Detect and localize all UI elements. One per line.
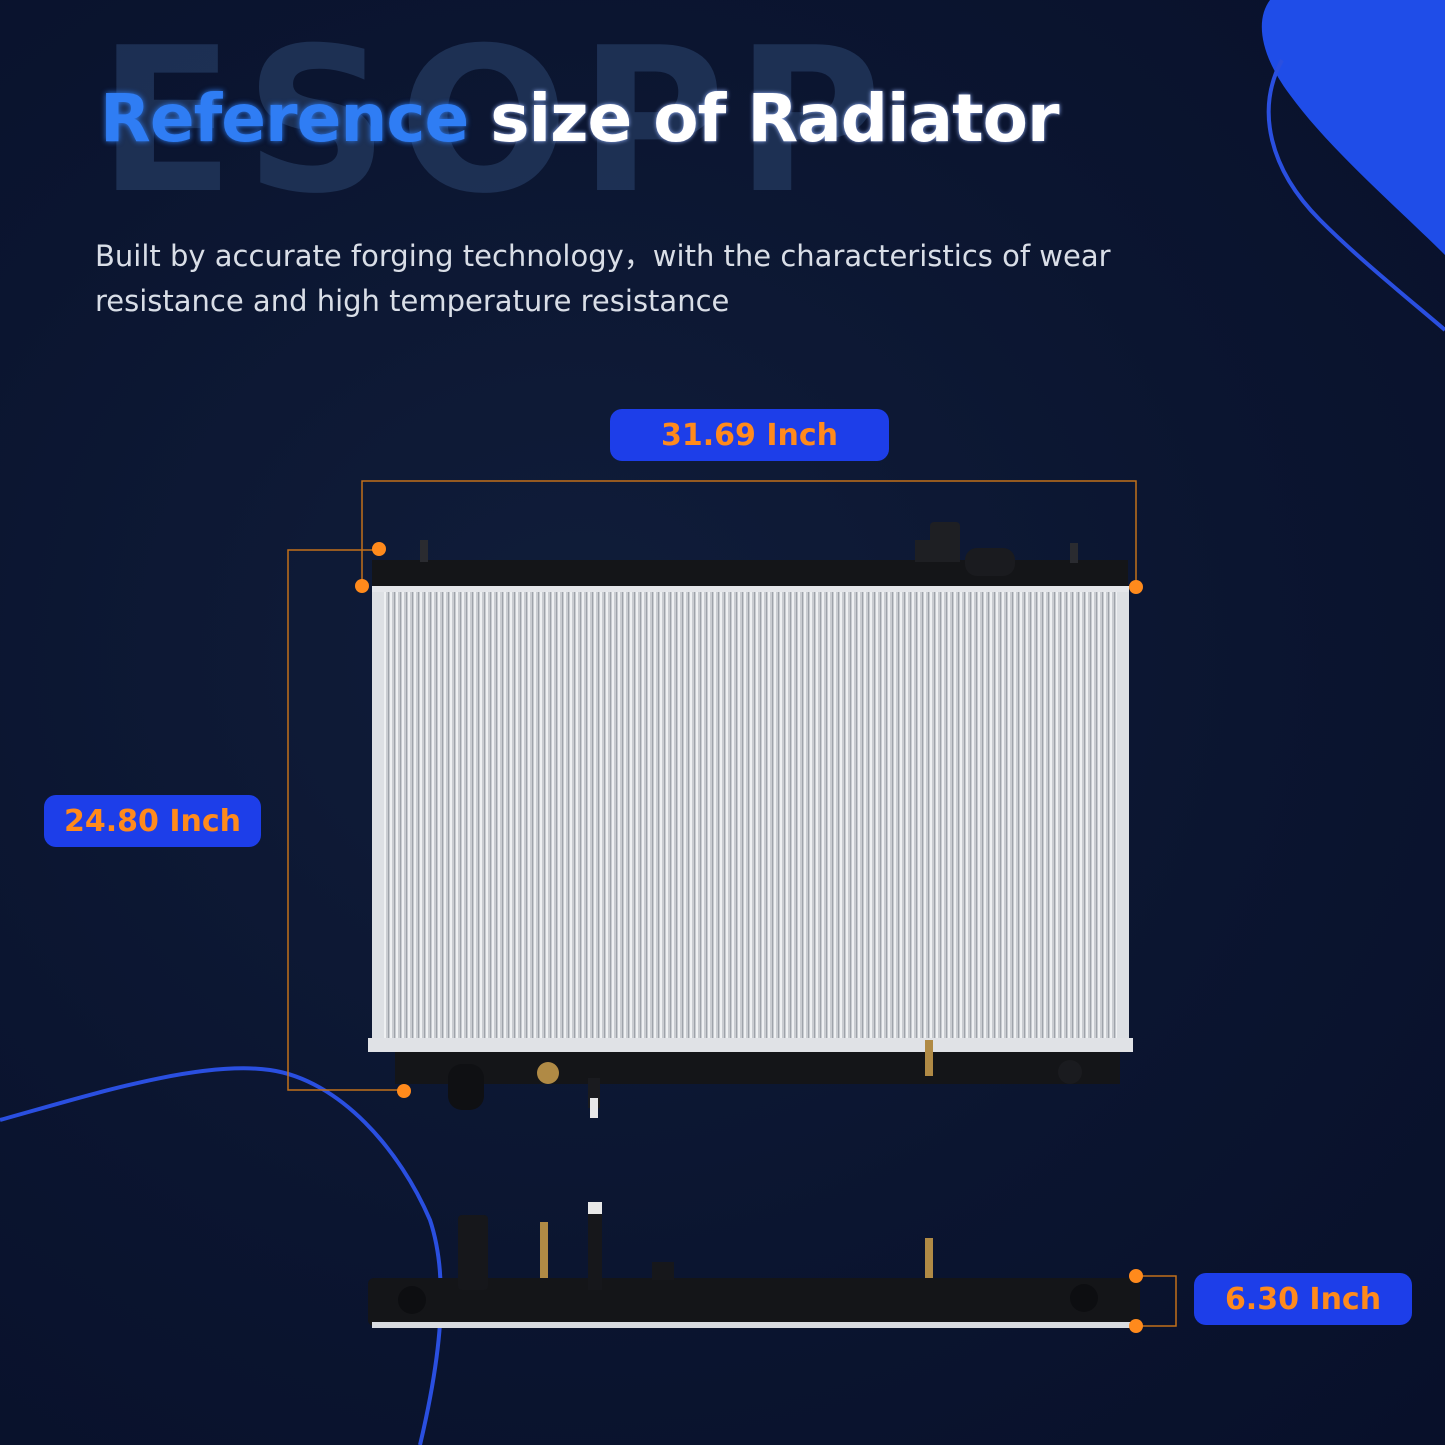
width-guide (361, 480, 1137, 585)
title-rest: size of Radiator (490, 80, 1059, 157)
top-right-blue-blob (1261, 0, 1445, 255)
radiator-front-view (368, 522, 1133, 1118)
page-title: Reference size of Radiator (100, 80, 1060, 157)
height-guide (287, 549, 404, 1091)
depth-guide (1136, 1275, 1177, 1327)
top-right-outline (1266, 59, 1445, 332)
depth-dimension-label: 6.30 Inch (1194, 1273, 1412, 1325)
upper-hose-inlet (965, 548, 1015, 576)
measurement-points (355, 542, 1143, 1333)
product-description: Built by accurate forging technology，wit… (95, 239, 1111, 318)
bottom-tank (395, 1052, 1120, 1084)
radiator-cap (930, 522, 960, 544)
brand-watermark: ESOPP (98, 5, 892, 238)
width-dimension-label: 31.69 Inch (610, 409, 889, 461)
title-highlight: Reference (100, 80, 469, 157)
radiator-side-view (368, 1202, 1140, 1328)
height-dimension-label: 24.80 Inch (44, 795, 261, 847)
radiator-core (378, 590, 1123, 1038)
lower-hose-outlet (448, 1064, 484, 1110)
measurement-lines (287, 480, 1177, 1327)
